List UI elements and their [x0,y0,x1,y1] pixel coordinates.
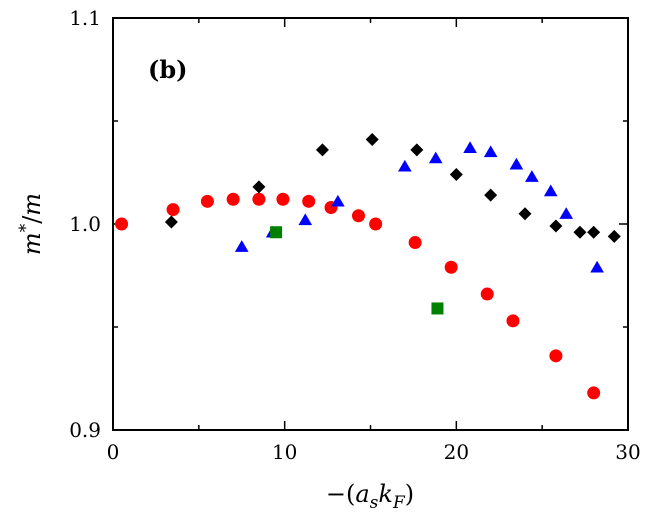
data-point-diamond [549,219,563,233]
data-point-diamond [410,143,424,157]
data-point-circle [408,236,422,250]
panel-label: (b) [148,55,188,84]
data-point-circle [166,203,180,217]
data-point-square [270,226,283,239]
data-point-diamond [587,225,601,239]
data-point-diamond [164,215,178,229]
data-point-diamond [365,133,379,147]
data-point-diamond [518,207,532,221]
data-point-diamond [607,229,621,243]
data-points [115,133,621,400]
data-point-circle [549,349,563,363]
x-tick-label: 0 [107,440,120,464]
data-point-triangle [331,194,345,207]
data-point-circle [115,217,129,231]
y-axis-label: m*/m [16,193,46,255]
data-point-circle [351,209,365,223]
data-point-circle [226,192,240,206]
data-point-diamond [573,225,587,239]
y-tick-label: 0.9 [69,418,101,442]
x-axis-label: −(askF) [326,480,414,513]
data-point-circle [480,287,494,301]
axis-tick-labels: 0 10 20 30 0.9 1.0 1.1 [69,6,641,464]
x-tick-label: 10 [272,440,297,464]
data-point-triangle [509,157,524,170]
data-point-circle [302,194,316,208]
data-point-triangle [483,145,498,158]
x-tick-label: 30 [615,440,640,464]
data-point-diamond [484,188,498,202]
data-point-circle [587,386,601,400]
data-point-triangle [559,207,574,219]
y-tick-label: 1.1 [69,6,101,30]
data-point-triangle [525,170,539,182]
data-point-triangle [463,141,477,153]
data-point-circle [276,192,290,206]
data-point-circle [506,314,520,328]
data-point-diamond [315,143,329,157]
data-point-triangle [234,240,249,252]
data-point-triangle [590,260,604,273]
data-point-triangle [428,151,443,164]
data-point-diamond [252,180,266,194]
data-point-circle [369,217,383,231]
data-point-diamond [449,168,463,182]
axis-ticks [112,17,629,431]
data-point-triangle [298,213,313,226]
x-tick-label: 20 [444,440,469,464]
data-point-circle [252,192,266,206]
data-point-square [431,302,444,315]
data-point-triangle [398,159,412,172]
data-point-circle [200,194,214,208]
y-tick-label: 1.0 [69,212,101,236]
data-point-circle [444,260,458,274]
data-point-triangle [543,184,558,197]
